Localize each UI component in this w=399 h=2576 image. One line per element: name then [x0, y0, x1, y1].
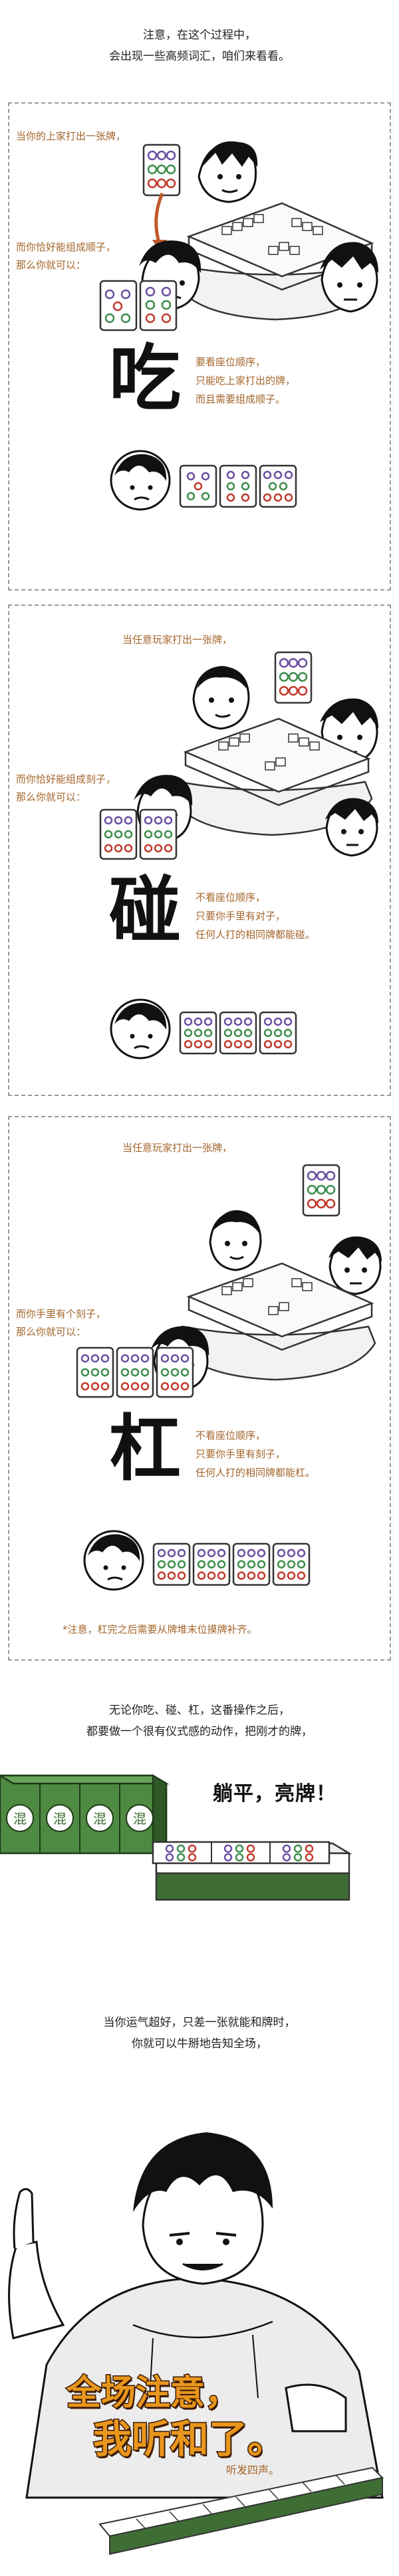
discarded-tile — [274, 651, 313, 704]
discarded-tile — [302, 1164, 340, 1217]
hand-tiles-gang — [76, 1346, 194, 1398]
gang-note: *注意，杠完之后需要从牌堆末位摸牌补齐。 — [63, 1623, 257, 1635]
tile-mark-1: 混 — [13, 1811, 27, 1827]
meld-tiles-gang — [152, 1542, 311, 1586]
intro-line-2: 会出现一些高频词汇，咱们来看看。 — [109, 50, 290, 63]
self-avatar-peng — [110, 998, 171, 1059]
top-left-player-illustration — [192, 666, 250, 730]
peng-desc-3: 任何人打的相同牌都能碰。 — [196, 929, 316, 941]
reveal-line-1: 无论你吃、碰、杠，这番操作之后， — [109, 1704, 290, 1717]
peng-side-line-1: 而你恰好能组成刻子， — [16, 773, 116, 785]
self-avatar-chi — [110, 450, 171, 511]
chi-desc-3: 而且需要组成顺子。 — [196, 393, 286, 405]
peng-big-char: 碰 — [109, 870, 182, 953]
discarded-tile — [142, 143, 181, 197]
ting-character-illustration — [8, 2132, 384, 2555]
hand-tiles-chi — [99, 280, 178, 331]
top-player-illustration — [209, 1210, 262, 1271]
bottom-right-player-illustration — [325, 798, 378, 857]
mahjong-table-illustration — [174, 1262, 376, 1381]
meld-tiles-peng — [179, 1011, 297, 1055]
ting-line-2: 你就可以牛掰地告知全场， — [132, 2037, 267, 2051]
chi-side-line-2: 那么你就可以： — [16, 259, 86, 271]
meld-tiles-chi — [179, 464, 297, 508]
gang-side-line-2: 那么你就可以： — [16, 1326, 86, 1338]
panel-chi: 当你的上家打出一张牌， — [8, 102, 391, 591]
mahjong-table-illustration — [171, 717, 373, 836]
chi-desc-2: 只能吃上家打出的牌， — [196, 375, 296, 387]
gang-big-char: 杠 — [109, 1408, 182, 1491]
tiles-lay-down-illustration: 混 混 混 混 — [0, 1774, 352, 1901]
chi-desc-1: 要看座位顺序， — [196, 356, 266, 368]
chi-big-char: 吃 — [109, 337, 182, 420]
gang-desc-1: 不看座位顺序， — [196, 1429, 266, 1441]
reveal-line-2: 都要做一个很有仪式感的动作，把刚才的牌， — [86, 1725, 313, 1738]
chi-side-line-1: 而你恰好能组成顺子， — [16, 241, 116, 253]
ting-caption: 听发四声。 — [226, 2464, 280, 2476]
ting-title-1: 全场注意， — [65, 2373, 240, 2415]
ting-line-1: 当你运气超好，只差一张就能和牌时， — [103, 2016, 296, 2029]
gang-desc-2: 只要你手里有刻子， — [196, 1448, 286, 1460]
peng-desc-1: 不看座位顺序， — [196, 891, 266, 903]
intro-line-1: 注意，在这个过程中， — [143, 29, 256, 42]
gang-desc-3: 任何人打的相同牌都能杠。 — [196, 1467, 316, 1479]
peng-desc-2: 只要你手里有对子， — [196, 910, 286, 922]
panel-gang: 当任意玩家打出一张牌， 而你手里有个刻子 — [8, 1116, 391, 1661]
ting-title-2: 我听和了。 — [92, 2416, 287, 2463]
peng-top-caption: 当任意玩家打出一张牌， — [122, 634, 233, 646]
chi-top-caption: 当你的上家打出一张牌， — [16, 130, 126, 142]
gang-top-caption: 当任意玩家打出一张牌， — [122, 1142, 233, 1154]
gang-side-line-1: 而你手里有个刻子， — [16, 1308, 106, 1320]
reveal-title: 躺平，亮牌！ — [213, 1782, 336, 1805]
right-player-illustration — [329, 1236, 382, 1295]
panel-peng: 当任意玩家打出一张牌， — [8, 604, 391, 1096]
right-player-illustration — [320, 242, 378, 313]
tile-mark-3: 混 — [93, 1811, 106, 1827]
upper-player-illustration — [198, 141, 258, 203]
tile-mark-2: 混 — [53, 1811, 66, 1827]
self-avatar-gang — [83, 1530, 144, 1591]
hand-tiles-peng — [99, 808, 178, 860]
peng-side-line-2: 那么你就可以： — [16, 791, 86, 803]
tile-mark-4: 混 — [133, 1811, 146, 1827]
